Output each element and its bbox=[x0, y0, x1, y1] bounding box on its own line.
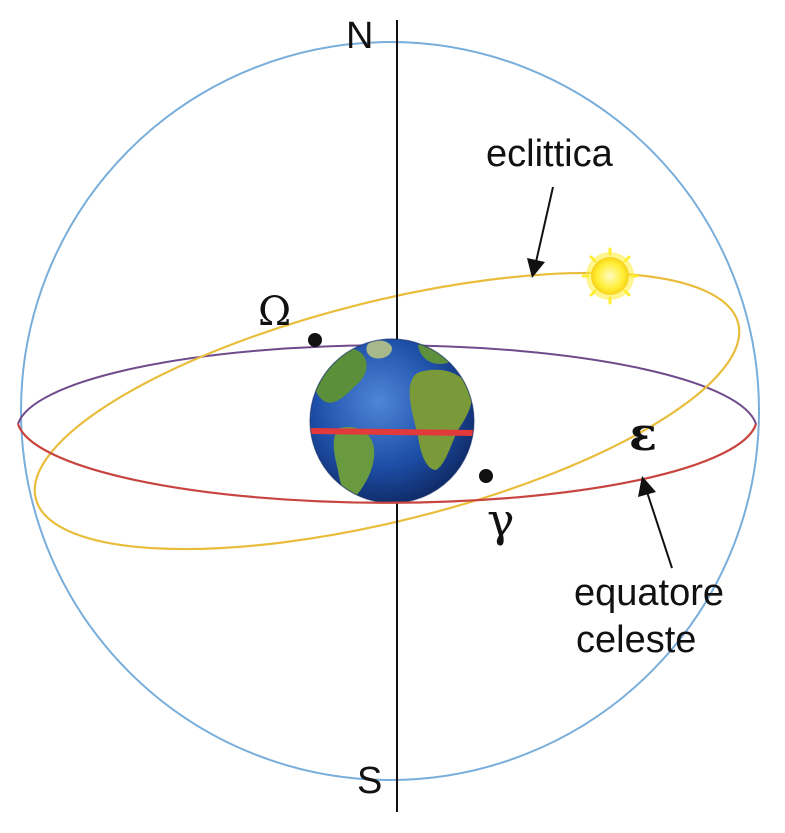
earth-equator-line bbox=[305, 431, 478, 433]
earth-globe bbox=[305, 339, 478, 503]
obliquity-label: ε bbox=[629, 407, 657, 461]
descending-node-label: Ω bbox=[258, 289, 291, 335]
descending-node-point bbox=[308, 333, 322, 347]
north-label: N bbox=[346, 15, 373, 57]
ecliptic-label: eclittica bbox=[486, 133, 614, 175]
equator-arrow bbox=[638, 476, 672, 568]
south-label: S bbox=[357, 760, 382, 802]
equator-label-line1: equatore bbox=[574, 572, 724, 614]
ecliptic-arrow bbox=[527, 187, 553, 278]
sun-icon bbox=[583, 249, 637, 303]
equator-label-line2: celeste bbox=[576, 619, 696, 661]
vernal-point bbox=[479, 469, 493, 483]
vernal-point-label: γ bbox=[487, 493, 515, 547]
